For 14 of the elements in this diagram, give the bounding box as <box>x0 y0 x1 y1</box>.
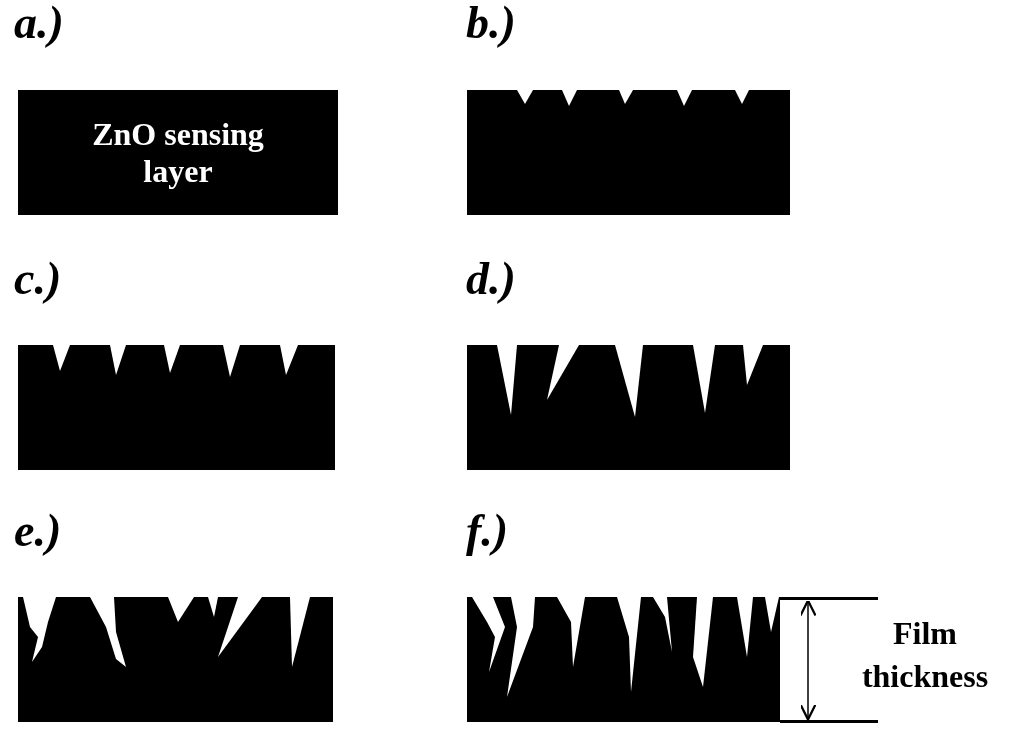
panel-letter: e.) <box>14 508 62 554</box>
dimension-label: Film thickness <box>860 614 990 697</box>
panel-letter: c.) <box>14 256 62 302</box>
sensing-layer-block <box>18 90 338 215</box>
layer-label: ZnO sensing layer <box>91 115 265 190</box>
sensing-layer-drawing <box>467 90 790 215</box>
sensing-layer-drawing <box>18 345 335 470</box>
panel-letter: b.) <box>466 0 516 46</box>
sensing-layer-drawing <box>467 345 790 470</box>
panel-letter: a.) <box>14 0 64 46</box>
sensing-layer-drawing <box>467 597 780 722</box>
sensing-layer-drawing <box>18 597 333 722</box>
panel-letter: f.) <box>466 508 509 554</box>
panel-letter: d.) <box>466 256 516 302</box>
